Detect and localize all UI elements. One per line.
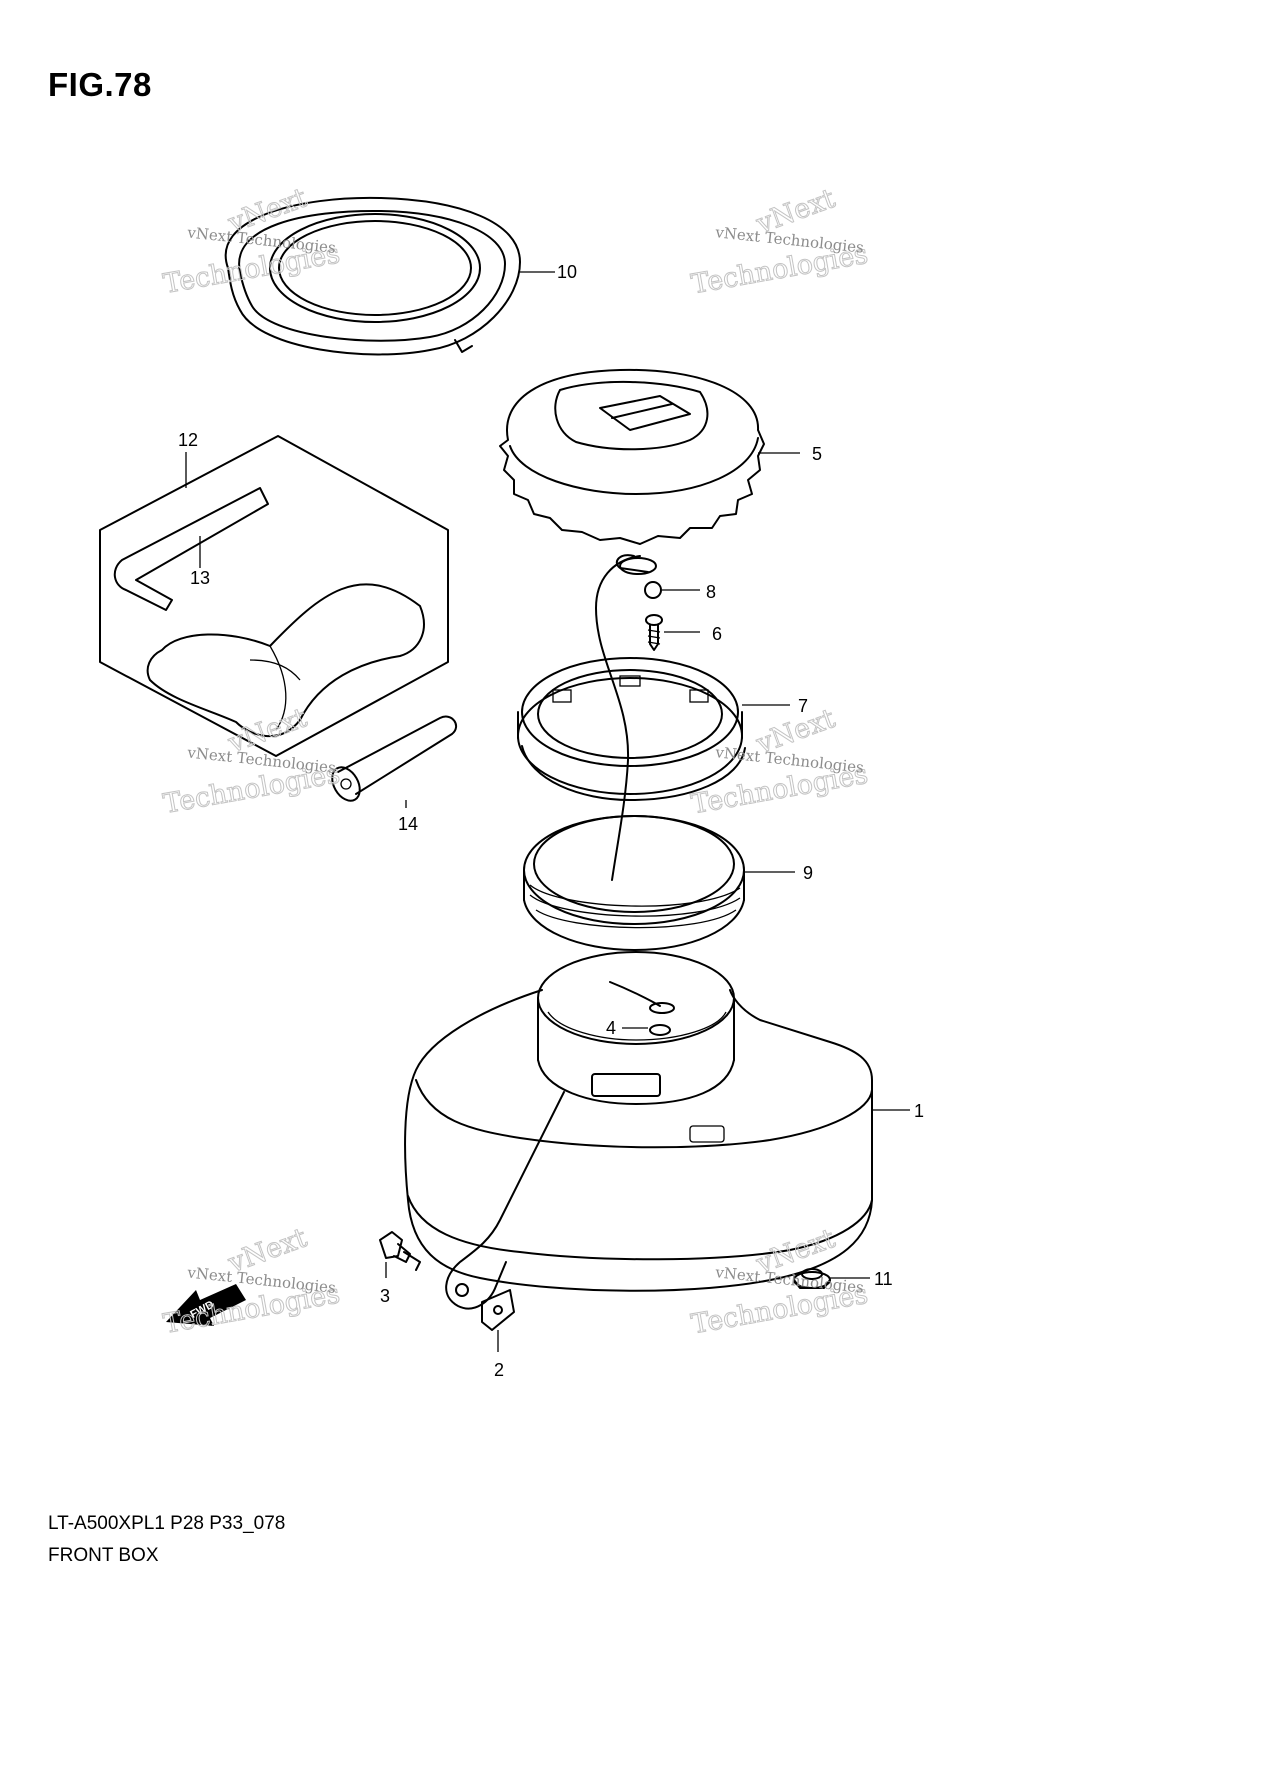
part-tether-cord <box>595 554 700 881</box>
part-tool-kit <box>99 435 458 808</box>
part-label-3: 3 <box>380 1286 390 1306</box>
section-name: FRONT BOX <box>48 1545 159 1566</box>
part-label-6: 6 <box>712 624 722 644</box>
model-code: LT-A500XPL1 P28 P33_078 <box>48 1513 286 1534</box>
fwd-arrow-icon: FWD <box>166 1284 246 1326</box>
watermark-bottom-left: vNext Technologies vNext Technologies <box>160 1222 342 1341</box>
watermark-top-left: vNext Technologies vNext Technologies <box>160 182 342 301</box>
part-label-2: 2 <box>494 1360 504 1380</box>
part-label-13: 13 <box>190 568 210 588</box>
part-bolt-3 <box>379 1231 421 1278</box>
watermark-mid-left: vNext Technologies vNext Technologies <box>160 702 342 821</box>
part-seal-gasket <box>224 196 555 356</box>
part-label-12: 12 <box>178 430 198 450</box>
part-clip-2 <box>481 1289 515 1352</box>
part-screw-6 <box>645 614 700 651</box>
part-ring-9 <box>523 815 795 951</box>
part-front-box-body <box>404 951 910 1310</box>
part-label-4: 4 <box>606 1018 616 1038</box>
part-label-7: 7 <box>798 696 808 716</box>
part-ring-7 <box>517 657 790 801</box>
part-label-10: 10 <box>557 262 577 282</box>
watermark-mid-right: vNext Technologies vNext Technologies <box>688 702 870 820</box>
part-label-14: 14 <box>398 814 418 834</box>
part-label-5: 5 <box>812 444 822 464</box>
part-grommet-11 <box>793 1268 870 1289</box>
part-label-1: 1 <box>914 1101 924 1121</box>
part-front-box-cap <box>499 368 800 545</box>
figure-title: FIG.78 <box>48 66 152 103</box>
watermark-bottom-right: vNext Technologies vNext Technologies <box>688 1222 870 1340</box>
part-label-9: 9 <box>803 863 813 883</box>
part-label-8: 8 <box>706 582 716 602</box>
part-label-11: 11 <box>874 1269 893 1289</box>
watermark-top-right: vNext Technologies vNext Technologies <box>688 182 870 300</box>
